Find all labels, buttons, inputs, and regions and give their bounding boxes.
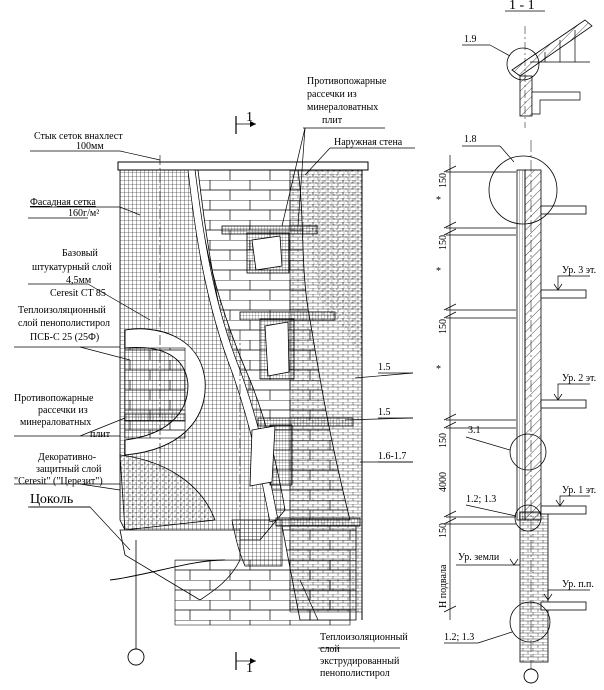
svg-text:150: 150 — [438, 523, 449, 538]
roof-truss — [530, 30, 590, 63]
decor-layer — [119, 454, 216, 531]
text-firebreak-top: Противопожарные рассечки из минераловатн… — [307, 76, 387, 126]
svg-text:Противопожарные: Противопожарные — [14, 393, 94, 404]
svg-text:150: 150 — [438, 173, 449, 188]
text-xps: Теплоизоляционный слой экструдированный … — [320, 632, 408, 679]
section-1-1: 1 - 1 1.9 1.8 3.1 — [436, 0, 596, 684]
floor-slabs — [540, 205, 587, 611]
callout-1-2-1-3-a: 1.2; 1.3 — [466, 494, 496, 505]
detail-circle-1-2a — [514, 504, 542, 532]
callout-1-5-a: 1.5 — [378, 362, 391, 373]
detail-circle-3-1 — [509, 433, 547, 471]
section-title: 1 - 1 — [509, 0, 535, 13]
text-outer-wall: Наружная стена — [334, 137, 403, 148]
cut-label-bottom: 1 — [246, 661, 253, 676]
window-opening-3 — [249, 424, 293, 487]
text-mesh-overlap: Стык сеток внахлест 100мм — [34, 131, 123, 152]
svg-text:*: * — [436, 195, 441, 206]
level-floor-3: Ур. 3 эт. — [562, 265, 596, 276]
outer-wall-hatch — [305, 170, 362, 360]
text-insulation: Теплоизоляционный слой пенополистирол ПС… — [18, 305, 110, 343]
cut-label-top: 1 — [246, 110, 253, 125]
text-decor-layer: Декоративно- защитный слой "Ceresit" ("Ц… — [14, 452, 103, 487]
svg-text:плит: плит — [90, 429, 111, 440]
svg-text:Декоративно-: Декоративно- — [38, 452, 96, 463]
svg-text:Теплоизоляционный: Теплоизоляционный — [18, 305, 106, 316]
level-marks — [456, 275, 590, 601]
svg-text:100мм: 100мм — [76, 141, 104, 152]
svg-text:защитный слой: защитный слой — [36, 464, 102, 475]
svg-text:4000: 4000 — [438, 472, 449, 492]
text-facade-mesh: Фасадная сетка 160г/м² — [30, 197, 99, 219]
dimension-ticks-star: * * * — [436, 195, 441, 375]
svg-text:штукатурный слой: штукатурный слой — [32, 262, 112, 273]
svg-text:150: 150 — [438, 433, 449, 448]
callout-1-5-b: 1.5 — [378, 407, 391, 418]
facade-perspective — [109, 155, 369, 666]
foundation-bricks — [174, 559, 351, 626]
svg-text:Ceresit CT 85: Ceresit CT 85 — [50, 288, 106, 299]
svg-text:4,5мм: 4,5мм — [66, 275, 92, 286]
label-underlines — [14, 127, 415, 649]
svg-text:минераловатных: минераловатных — [307, 102, 378, 113]
detail-circle-1-9 — [506, 47, 540, 81]
callout-1-6-1-7: 1.6-1.7 — [378, 451, 406, 462]
ground-line — [109, 559, 226, 581]
svg-text:слой пенополистирол: слой пенополистирол — [18, 318, 110, 329]
wall-coping — [117, 161, 369, 171]
svg-text:рассечки из: рассечки из — [307, 89, 357, 100]
detail-circle-1-2b — [509, 601, 551, 643]
text-firebreak-left: Противопожарные рассечки из минераловатн… — [14, 393, 111, 440]
callout-3-1: 3.1 — [468, 425, 481, 436]
cut-marker-top: 1 — [235, 110, 256, 134]
svg-text:*: * — [436, 266, 441, 277]
level-floor-2: Ур. 2 эт. — [562, 373, 596, 384]
eave-slab — [531, 91, 581, 115]
section-axis-bubble — [523, 668, 539, 684]
window-opening-2 — [259, 318, 295, 380]
text-base-plaster: Базовый штукатурный слой 4,5мм Ceresit C… — [32, 248, 112, 299]
dimension-chain — [443, 155, 516, 620]
svg-text:160г/м²: 160г/м² — [68, 208, 99, 219]
svg-text:плит: плит — [322, 115, 343, 126]
svg-text:*: * — [436, 364, 441, 375]
cut-marker-bottom: 1 — [235, 652, 256, 676]
axis-bubble — [127, 648, 145, 666]
svg-text:слой: слой — [320, 644, 340, 655]
firebreak-strip-4 — [275, 517, 361, 527]
level-basement-floor: Ур. п.п. — [562, 579, 594, 590]
svg-text:ПСБ-С 25 (25Ф): ПСБ-С 25 (25Ф) — [30, 332, 99, 343]
svg-text:экструдированный: экструдированный — [320, 656, 400, 667]
callout-1-2-1-3-b: 1.2; 1.3 — [444, 632, 474, 643]
level-floor-1: Ур. 1 эт. — [562, 485, 596, 496]
parapet-wall-top — [519, 75, 533, 117]
window-opening-1 — [246, 232, 290, 274]
svg-text:Фасадная сетка: Фасадная сетка — [30, 197, 96, 208]
svg-text:Стык сеток внахлест: Стык сеток внахлест — [34, 131, 123, 142]
detail-circle-1-8 — [488, 155, 558, 225]
dimension-labels: 150 150 150 150 4000 150 H подвала — [438, 173, 449, 608]
level-ground: Ур. земли — [458, 552, 500, 563]
insulation-exposed-bricks — [124, 347, 186, 439]
firebreak-left — [124, 413, 186, 422]
svg-text:150: 150 — [438, 319, 449, 334]
svg-text:H подвала: H подвала — [438, 564, 449, 608]
callout-1-9: 1.9 — [464, 34, 477, 45]
svg-text:Теплоизоляционный: Теплоизоляционный — [320, 632, 408, 643]
svg-text:пенополистирол: пенополистирол — [320, 668, 390, 679]
svg-text:минераловатных: минераловатных — [20, 417, 91, 428]
svg-text:Противопожарные: Противопожарные — [307, 76, 387, 87]
text-plinth: Цоколь — [30, 492, 73, 507]
svg-text:рассечки из: рассечки из — [38, 405, 88, 416]
svg-text:"Ceresit" ("Церезит"): "Ceresit" ("Церезит") — [14, 476, 103, 487]
firebreak-strip-3 — [257, 417, 354, 427]
section-basement-wall — [519, 511, 549, 663]
svg-text:Базовый: Базовый — [62, 248, 99, 259]
callout-1-8: 1.8 — [464, 134, 477, 145]
svg-text:150: 150 — [438, 235, 449, 250]
